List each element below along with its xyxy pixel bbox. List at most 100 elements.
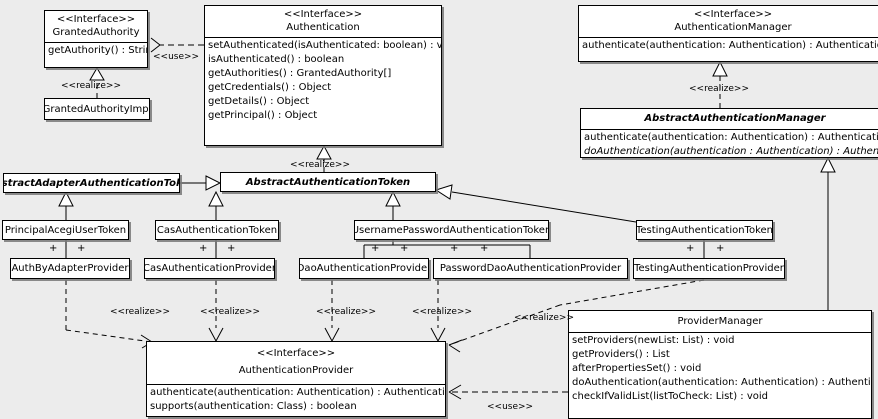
method-item: getAuthorities() : GrantedAuthority[] xyxy=(208,68,392,79)
method-item: authenticate(authentication: Authenticat… xyxy=(584,132,878,143)
edge-label-realize-password-dao-authentication-provider: <<realize>> xyxy=(412,307,472,317)
class-auth-by-adapter-provider[interactable]: AuthByAdapterProvider xyxy=(10,258,130,279)
class-name: CasAuthenticationProvider xyxy=(144,263,275,274)
class-header: <<Interface>> Authentication xyxy=(205,6,441,37)
edge-label-realize-abstract-authentication-manager: <<realize>> xyxy=(689,84,749,94)
class-principal-acegi-user-token[interactable]: PrincipalAcegiUserToken xyxy=(2,220,129,240)
methods-compartment: authenticate(authentication: Authenticat… xyxy=(581,129,878,157)
class-authentication-manager[interactable]: <<Interface>> AuthenticationManager auth… xyxy=(578,5,878,62)
class-header: <<Interface>> AuthenticationManager xyxy=(579,6,878,37)
class-header: <<Interface>> AuthenticationProvider xyxy=(147,342,445,380)
association-marker-plus: + xyxy=(49,243,58,254)
stereotype-label: <<Interface>> xyxy=(283,9,363,20)
association-marker-plus: + xyxy=(371,243,380,254)
method-item: isAuthenticated() : boolean xyxy=(208,54,345,65)
class-name: DaoAuthenticationProvider xyxy=(299,263,429,274)
edge-label-use-provider-manager: <<use>> xyxy=(487,402,534,412)
class-dao-authentication-provider[interactable]: DaoAuthenticationProvider xyxy=(299,258,429,279)
class-username-password-authentication-token[interactable]: UsernamePasswordAuthenticationToken xyxy=(354,220,549,240)
class-header: PrincipalAcegiUserToken xyxy=(3,221,128,239)
class-abstract-authentication-token[interactable]: AbstractAuthenticationToken xyxy=(220,172,436,192)
class-header: ProviderManager xyxy=(569,311,871,332)
class-header: GrantedAuthorityImpl xyxy=(45,99,149,119)
edge-label-use-granted-authority: <<use>> xyxy=(153,52,200,62)
association-marker-plus: + xyxy=(686,243,695,254)
class-name: AbstractAdapterAuthenticationToken xyxy=(4,177,179,189)
method-item: getCredentials() : Object xyxy=(208,82,332,93)
class-header: CasAuthenticationProvider xyxy=(145,259,274,278)
methods-compartment: getAuthority() : String xyxy=(45,42,147,59)
method-item: authenticate(authentication: Authenticat… xyxy=(582,40,878,51)
class-header: AbstractAdapterAuthenticationToken xyxy=(4,174,179,192)
method-item: getDetails() : Object xyxy=(208,96,310,107)
class-provider-manager[interactable]: ProviderManager setProviders(newList: Li… xyxy=(568,310,872,419)
edge-label-realize-granted-authority-impl: <<realize>> xyxy=(61,81,121,91)
methods-compartment: authenticate(authentication: Authenticat… xyxy=(579,37,878,54)
method-item: getPrincipal() : Object xyxy=(208,110,318,121)
method-item: getAuthority() : String xyxy=(48,45,148,56)
stereotype-label: <<Interface>> xyxy=(693,9,773,20)
class-header: AbstractAuthenticationManager xyxy=(581,109,878,129)
class-name: AbstractAuthenticationToken xyxy=(245,176,411,188)
class-name: CasAuthenticationToken xyxy=(156,224,278,236)
class-abstract-adapter-authentication-token[interactable]: AbstractAdapterAuthenticationToken xyxy=(3,173,180,193)
method-item: doAuthentication(authentication : Authen… xyxy=(584,146,878,157)
class-name: PasswordDaoAuthenticationProvider xyxy=(439,263,622,274)
class-testing-authentication-token[interactable]: TestingAuthenticationToken xyxy=(636,220,773,240)
edge-label-realize-cas-authentication-provider: <<realize>> xyxy=(200,307,260,317)
class-cas-authentication-provider[interactable]: CasAuthenticationProvider xyxy=(144,258,275,279)
class-header: CasAuthenticationToken xyxy=(156,221,278,239)
edge-label-realize-testing-authentication-provider: <<realize>> xyxy=(514,313,574,323)
class-name: AuthenticationManager xyxy=(674,22,792,33)
class-cas-authentication-token[interactable]: CasAuthenticationToken xyxy=(155,220,279,240)
stereotype-label: <<Interface>> xyxy=(256,348,336,359)
methods-compartment: authenticate(authentication: Authenticat… xyxy=(147,384,445,415)
class-authentication[interactable]: <<Interface>> Authentication setAuthenti… xyxy=(204,5,442,146)
class-testing-authentication-provider[interactable]: TestingAuthenticationProvider xyxy=(633,258,785,279)
edge-label-realize-auth-by-adapter-provider: <<realize>> xyxy=(110,307,170,317)
association-marker-plus: + xyxy=(199,243,208,254)
class-name: Authentication xyxy=(286,22,360,33)
method-item: checkIfValidList(listToCheck: List) : vo… xyxy=(572,391,769,402)
class-granted-authority[interactable]: <<Interface>> GrantedAuthority getAuthor… xyxy=(44,10,148,68)
class-name: ProviderManager xyxy=(677,316,763,327)
class-header: TestingAuthenticationProvider xyxy=(634,259,784,278)
association-marker-plus: + xyxy=(480,243,489,254)
association-marker-plus: + xyxy=(227,243,236,254)
class-header: UsernamePasswordAuthenticationToken xyxy=(355,221,548,239)
association-marker-plus: + xyxy=(716,243,725,254)
class-name: TestingAuthenticationToken xyxy=(636,224,773,236)
method-item: doAuthentication(authentication: Authent… xyxy=(572,377,872,388)
class-abstract-authentication-manager[interactable]: AbstractAuthenticationManager authentica… xyxy=(580,108,878,158)
association-marker-plus: + xyxy=(400,243,409,254)
class-header: AuthByAdapterProvider xyxy=(11,259,129,278)
class-password-dao-authentication-provider[interactable]: PasswordDaoAuthenticationProvider xyxy=(433,258,628,279)
methods-compartment: setProviders(newList: List) : void getPr… xyxy=(569,332,871,405)
edge-label-realize-abstract-authentication-token: <<realize>> xyxy=(290,160,350,170)
class-name: TestingAuthenticationProvider xyxy=(634,263,784,274)
method-item: authenticate(authentication: Authenticat… xyxy=(150,387,446,398)
method-item: getProviders() : List xyxy=(572,349,670,360)
method-item: setProviders(newList: List) : void xyxy=(572,335,735,346)
class-name: AbstractAuthenticationManager xyxy=(644,113,826,124)
class-name: PrincipalAcegiUserToken xyxy=(4,224,127,236)
edge-label-realize-dao-authentication-provider: <<realize>> xyxy=(316,307,376,317)
class-granted-authority-impl[interactable]: GrantedAuthorityImpl xyxy=(44,98,150,120)
class-name: AuthByAdapterProvider xyxy=(11,263,129,274)
class-name: UsernamePasswordAuthenticationToken xyxy=(354,224,549,236)
class-header: DaoAuthenticationProvider xyxy=(300,259,428,278)
stereotype-label: <<Interface>> xyxy=(56,14,136,25)
class-header: PasswordDaoAuthenticationProvider xyxy=(434,259,627,278)
class-header: TestingAuthenticationToken xyxy=(637,221,772,239)
association-marker-plus: + xyxy=(450,243,459,254)
class-authentication-provider[interactable]: <<Interface>> AuthenticationProvider aut… xyxy=(146,341,446,417)
class-header: AbstractAuthenticationToken xyxy=(221,173,435,191)
class-name: GrantedAuthorityImpl xyxy=(44,103,150,115)
class-header: <<Interface>> GrantedAuthority xyxy=(45,11,147,42)
class-name: GrantedAuthority xyxy=(52,27,140,38)
methods-compartment: setAuthenticated(isAuthenticated: boolea… xyxy=(205,37,441,124)
association-marker-plus: + xyxy=(77,243,86,254)
method-item: supports(authentication: Class) : boolea… xyxy=(150,401,357,412)
method-item: afterPropertiesSet() : void xyxy=(572,363,702,374)
